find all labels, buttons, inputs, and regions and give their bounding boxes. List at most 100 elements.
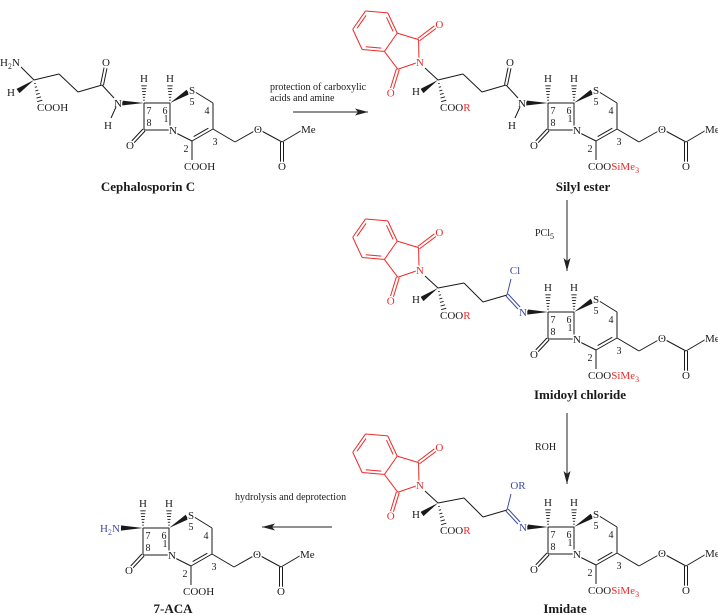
- reagent-label-protection-line2: acids and amine: [270, 93, 335, 104]
- locant-1-part: 1: [163, 539, 168, 550]
- locant-6-part: 6: [567, 106, 572, 117]
- benzene-double-bond: [362, 48, 385, 52]
- bond: [168, 554, 192, 567]
- reagent-label-pcl5: PCl5: [535, 228, 554, 241]
- locant-1-part: 1: [568, 323, 573, 334]
- acetyl-oxygen-atom-part: O: [277, 586, 285, 598]
- locant-3: 3: [617, 137, 622, 148]
- substituent-bond: [506, 493, 512, 511]
- imide-carbonyl-bond: [389, 276, 397, 298]
- sulfur-atom: S: [593, 85, 599, 97]
- silyl-ester-group: COOSiMe3: [588, 585, 639, 599]
- bond: [383, 240, 398, 260]
- benzene-bond: [365, 218, 388, 222]
- hash-stroke: [35, 93, 40, 95]
- silyl-ester-group-part: 3: [635, 590, 639, 599]
- alpha-hydrogen-atom: H: [412, 509, 420, 521]
- reagent-label-pcl5-part: PCl: [535, 228, 550, 239]
- locant-4: 4: [609, 315, 614, 326]
- methyl-group: Me: [301, 124, 316, 136]
- locant-2: 2: [588, 144, 593, 155]
- double-bond: [597, 551, 613, 562]
- hash-stroke: [440, 96, 446, 99]
- imide-oxygen-atom-part: O: [387, 87, 395, 99]
- compound-name-imidate: Imidate: [543, 601, 587, 615]
- benzene-double-bond: [386, 224, 394, 240]
- hash-stroke: [35, 89, 39, 92]
- oxygen-atom: O: [530, 140, 538, 152]
- acetyl-oxygen-atom-part: O: [278, 161, 286, 173]
- nitrogen-atom: N: [169, 125, 177, 137]
- bond: [397, 484, 420, 493]
- amino-group: H2N: [0, 57, 20, 71]
- locant-8: 8: [551, 327, 556, 338]
- locant-5: 5: [189, 522, 194, 533]
- locant-4: 4: [609, 106, 614, 117]
- reagent-label-hydrolysis-part: hydrolysis and deprotection: [235, 492, 346, 503]
- locant-4: 4: [609, 530, 614, 541]
- locant-1-part: 1: [568, 114, 573, 125]
- hash-stroke: [439, 516, 444, 518]
- bond: [463, 497, 484, 518]
- locant-1: 1: [163, 539, 168, 550]
- amide-hydrogen-atom: H: [104, 120, 112, 132]
- methyl-group: Me: [705, 548, 718, 560]
- locant-3-part: 3: [617, 561, 622, 572]
- silyl-ester-group-part: SiMe: [611, 370, 635, 382]
- protected-ester-group: COOR: [440, 525, 471, 537]
- reagent-label-protection-line1: protection of carboxylic: [270, 82, 367, 93]
- benzene-double-bond: [365, 469, 382, 472]
- alpha-hydrogen-atom: H: [412, 86, 420, 98]
- imide-nitrogen-atom-part: N: [416, 265, 424, 277]
- ester-oxygen-atom: O: [658, 548, 666, 560]
- imide-oxygen-atom: O: [387, 295, 395, 307]
- protected-ester-group-part: R: [463, 525, 471, 537]
- hash-stroke: [36, 96, 42, 99]
- imine-double-bond: [505, 510, 519, 525]
- compound-name-cephalosporin-c-part: Cephalosporin C: [101, 179, 195, 194]
- bond: [424, 67, 439, 81]
- imide-nitrogen-atom: N: [416, 265, 424, 277]
- amino-group-part: 2: [108, 528, 112, 537]
- amide-oxygen-atom-part: O: [506, 57, 514, 69]
- hashed-bond: [166, 510, 172, 526]
- hash-stroke: [440, 519, 446, 522]
- oxygen-atom: O: [530, 349, 538, 361]
- imide-nitrogen-atom-part: N: [416, 480, 424, 492]
- oxygen-atom-part: O: [530, 349, 538, 361]
- wedge-bond: [121, 100, 144, 106]
- locant-5: 5: [594, 521, 599, 532]
- compound-name-silyl-ester: Silyl ester: [556, 179, 611, 194]
- hashed-bond: [545, 509, 551, 525]
- amide-hydrogen-atom: H: [508, 120, 516, 132]
- oxygen-atom-part: O: [530, 564, 538, 576]
- locant-6-part: 6: [163, 106, 168, 117]
- double-bond: [597, 336, 613, 347]
- wedge-bond: [420, 288, 438, 302]
- amide-hydrogen-atom-part: H: [104, 120, 112, 132]
- locant-5: 5: [594, 97, 599, 108]
- imine-double-bond: [507, 293, 521, 308]
- locant-1-part: 1: [164, 114, 169, 125]
- locant-7: 7: [551, 315, 556, 326]
- protected-ester-group-part: COO: [440, 310, 463, 322]
- wedge-bond: [121, 525, 143, 531]
- compound-name-7-aca: 7-ACA: [154, 601, 194, 615]
- nitrogen-atom-part: N: [168, 550, 176, 562]
- imine-nitrogen-atom-part: N: [519, 307, 527, 319]
- carboxylic-acid-group: COOH: [183, 586, 214, 598]
- locant-5-part: 5: [594, 97, 599, 108]
- compound-name-silyl-ester-part: Silyl ester: [556, 179, 611, 194]
- locant-3-part: 3: [212, 562, 217, 573]
- locant-3-part: 3: [213, 137, 218, 148]
- locant-3: 3: [617, 346, 622, 357]
- benzene-bond: [352, 29, 363, 50]
- bond: [257, 128, 283, 143]
- amino-group-part: N: [12, 57, 20, 69]
- hashed-bond: [34, 82, 43, 103]
- wedge-bond: [527, 309, 548, 315]
- locant-3-part: 3: [617, 137, 622, 148]
- hydrogen-atom-part: H: [139, 498, 147, 510]
- bond: [211, 553, 235, 568]
